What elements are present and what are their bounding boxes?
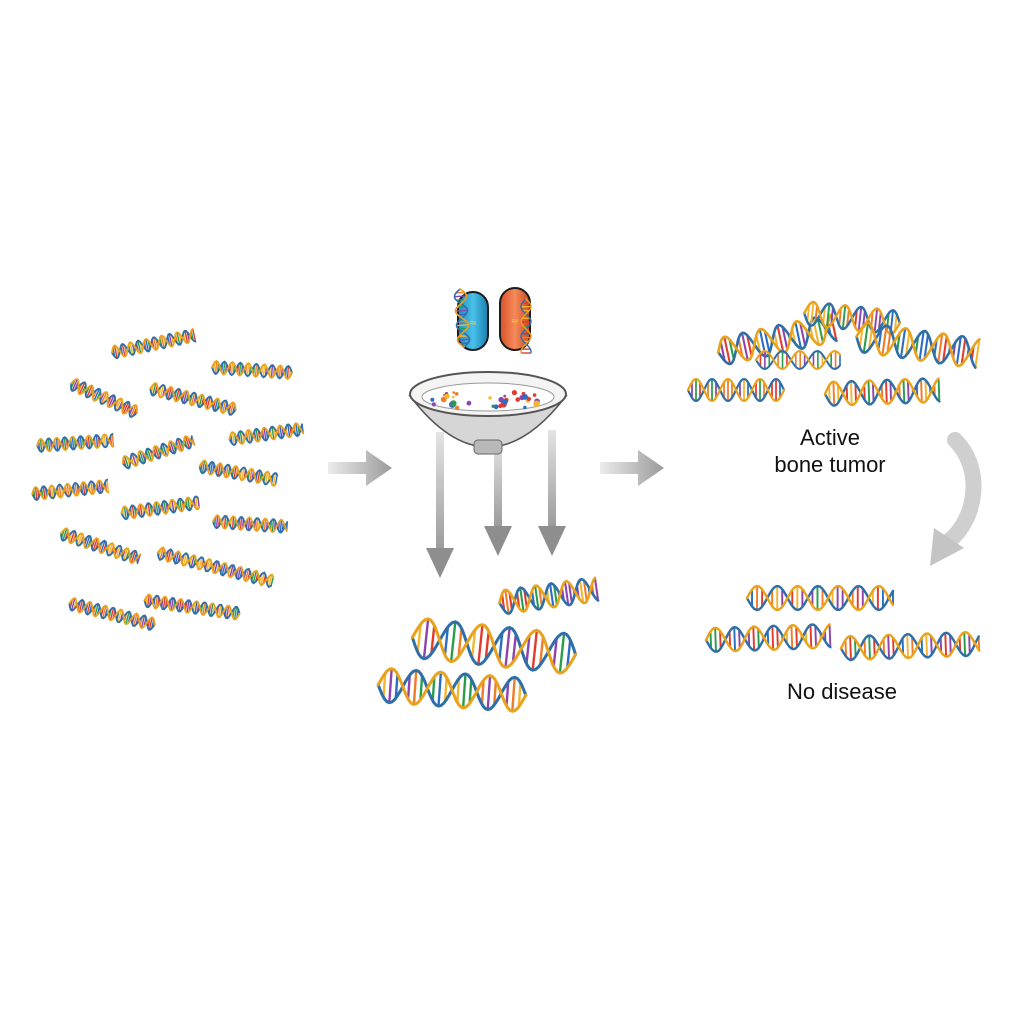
particle (494, 404, 499, 409)
dna-double-helix-icon (706, 624, 831, 652)
dna-double-helix-icon (747, 586, 893, 610)
dna-double-helix-icon (841, 632, 980, 661)
svg-text:≈: ≈ (511, 316, 519, 327)
particle (498, 404, 502, 408)
dna-double-helix-icon (111, 329, 196, 359)
dna-double-helix-icon (68, 377, 139, 418)
dna-double-helix-icon (212, 361, 293, 380)
process-arrow-2 (600, 450, 664, 486)
particle (512, 390, 517, 395)
dna-double-helix-icon (688, 379, 784, 401)
dna-layer (32, 289, 980, 712)
down-arrow-icon (426, 432, 454, 578)
dna-double-helix-icon (228, 422, 303, 445)
dna-double-helix-icon (855, 322, 980, 369)
dna-double-helix-icon (121, 434, 195, 469)
dna-double-helix-icon (37, 434, 114, 452)
particle (523, 406, 526, 409)
dna-double-helix-icon (825, 378, 940, 406)
dna-double-helix-icon (68, 597, 157, 631)
down-arrow-icon (484, 440, 512, 556)
particle (452, 391, 455, 394)
particle (467, 401, 472, 406)
dna-double-helix-icon (120, 496, 199, 520)
dna-double-helix-icon (156, 546, 274, 587)
particle (432, 402, 436, 406)
dna-double-helix-icon (498, 577, 598, 614)
dna-double-helix-icon (756, 351, 840, 369)
particle (445, 394, 450, 399)
dna-double-helix-icon (144, 594, 241, 620)
dna-double-helix-icon (59, 527, 141, 565)
dna-double-helix-icon (198, 460, 277, 486)
particle (515, 397, 520, 402)
dna-double-helix-icon (377, 668, 527, 712)
active-label-line2: bone tumor (700, 451, 960, 478)
particle (430, 398, 434, 402)
dna-double-helix-icon (32, 480, 109, 501)
particle (452, 396, 455, 399)
particle (455, 406, 459, 410)
svg-text:≈: ≈ (469, 318, 477, 329)
active-label-line1: Active (700, 424, 960, 451)
capsule-icon: ≈ (500, 288, 530, 350)
particle (450, 402, 452, 404)
particle (502, 399, 508, 405)
no-disease-label: No disease (712, 678, 972, 705)
particle (488, 396, 491, 399)
particle (503, 395, 506, 398)
active-bone-tumor-label: Active bone tumor (700, 424, 960, 478)
dna-double-helix-icon (213, 515, 288, 533)
down-arrow-icon (538, 430, 566, 556)
dna-double-helix-icon (149, 382, 238, 416)
process-arrow-1 (328, 450, 392, 486)
bowl-filter-icon (410, 372, 566, 454)
dna-double-helix-icon (410, 618, 577, 675)
particle (533, 393, 537, 397)
particle (533, 401, 540, 408)
particle (455, 392, 459, 396)
particle (527, 397, 531, 401)
